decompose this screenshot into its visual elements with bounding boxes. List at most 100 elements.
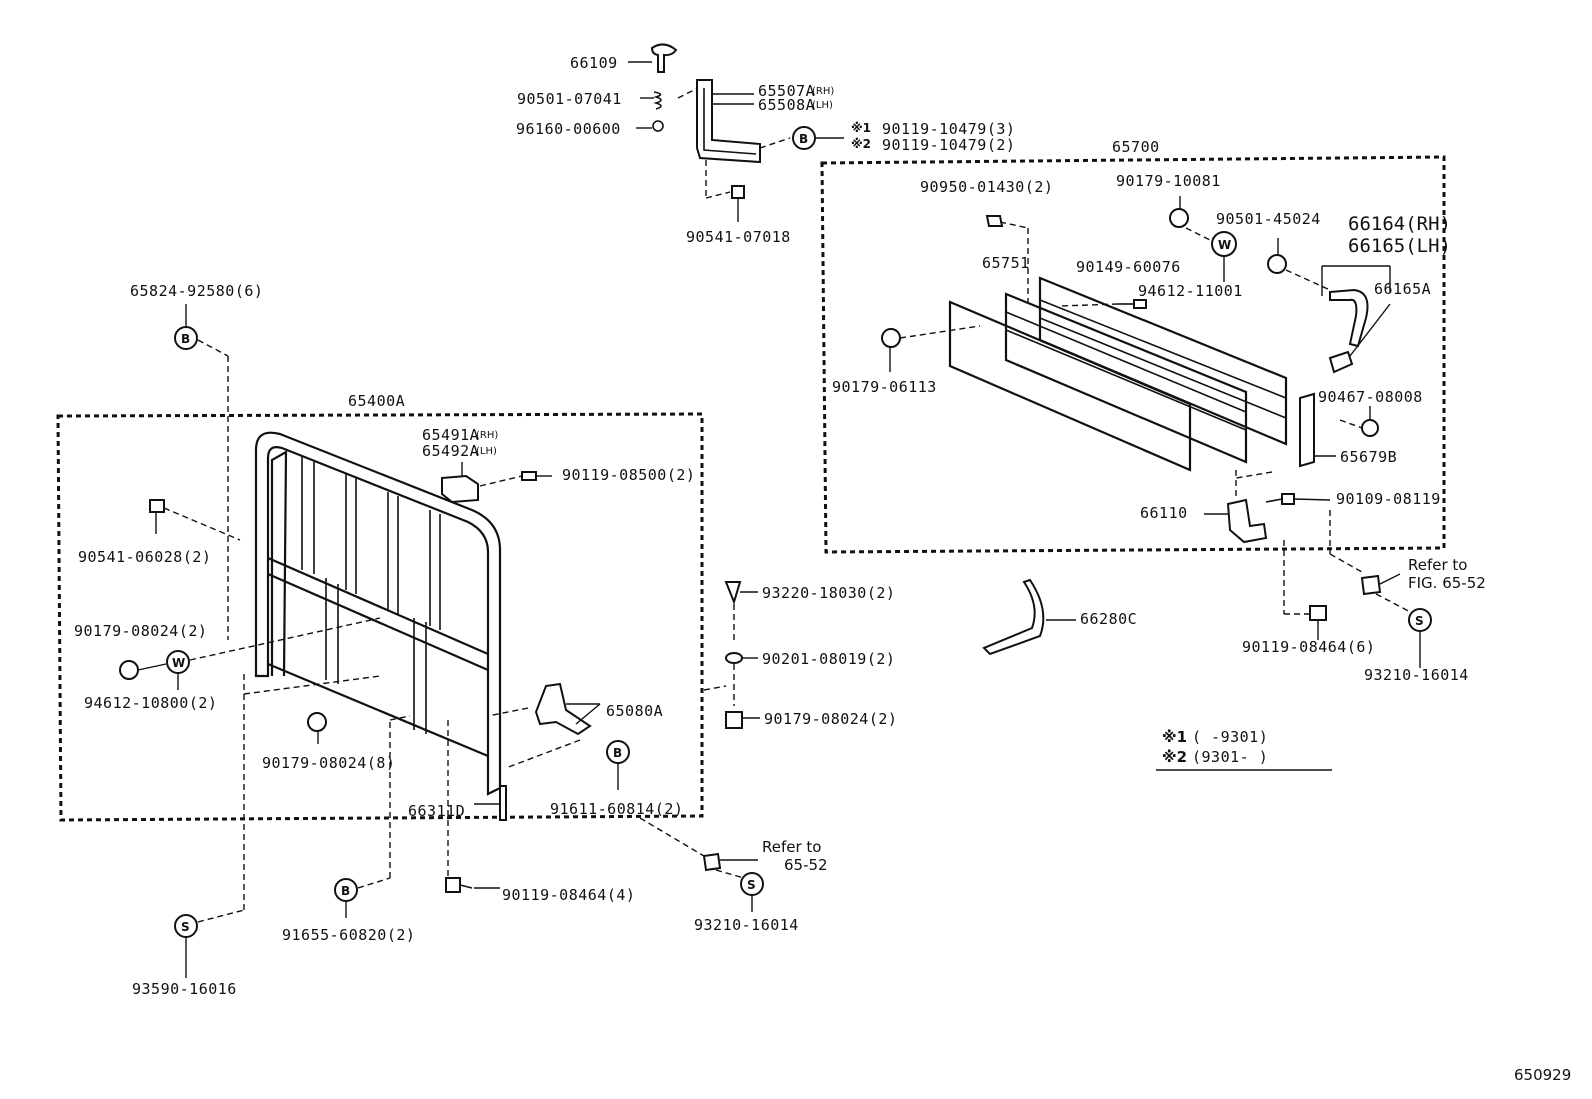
label-93210-16014-center: 93210-16014: [694, 916, 799, 934]
label-65492A-suffix: (LH): [476, 446, 497, 457]
label-66165A: 66165A: [1374, 280, 1431, 298]
label-65400A: 65400A: [348, 392, 405, 410]
label-65080A: 65080A: [606, 702, 663, 720]
nut-90179-06113-icon: [881, 328, 902, 348]
bolt-90541-07018-icon: [731, 185, 745, 199]
panel-outer-icon: [948, 300, 1192, 472]
bolt-90541-06028-icon: [149, 499, 165, 513]
bolt-b-icon-top: [792, 126, 816, 150]
latch-65080A-icon: [534, 682, 592, 736]
clip-icon: [652, 120, 664, 132]
screw-s-label-left: S: [181, 920, 190, 934]
bolt-90119-08464-right-icon: [1309, 605, 1327, 621]
top-bracket-group: [628, 43, 791, 222]
panel-65751-icon: [1004, 292, 1248, 464]
bracket-65507A-icon: [696, 79, 761, 164]
nut-90501-45024-icon: [1267, 254, 1288, 274]
screw-s-label-right: S: [1415, 614, 1424, 628]
label-refer-to-right: Refer to: [1408, 556, 1467, 574]
label-93220-18030: 93220-18030(2): [762, 584, 895, 602]
strip-65679B-icon: [1299, 392, 1315, 468]
label-65751: 65751: [982, 254, 1030, 272]
bolt-90119-08500-icon: [521, 471, 537, 481]
label-66165: 66165(LH): [1348, 235, 1451, 257]
side-panel-group: W: [881, 196, 1432, 668]
label-93210-16014-right: 93210-16014: [1364, 666, 1469, 684]
label-90541-06028: 90541-06028(2): [78, 548, 211, 566]
label-90467-08008: 90467-08008: [1318, 388, 1423, 406]
label-66109: 66109: [570, 54, 618, 72]
label-66164: 66164(RH): [1348, 213, 1451, 235]
label-refer-to-center: Refer to: [762, 838, 821, 856]
hook-66165A-icon: [1328, 350, 1354, 374]
label-mark2: ※2: [851, 137, 871, 151]
label-90501-07041: 90501-07041: [517, 90, 622, 108]
label-65507A: 65507A: [758, 82, 815, 100]
nut-90179-08024-2-icon: [119, 660, 140, 680]
label-90179-08024-2-left: 90179-08024(2): [74, 622, 207, 640]
label-90119-10479-3: 90119-10479(3): [882, 120, 1015, 138]
panel-inner-icon: [1038, 276, 1288, 446]
strap-66280C-icon: [982, 578, 1045, 656]
nut-90179-08024-8-icon: [307, 712, 328, 732]
spring-icon: [653, 91, 662, 110]
legend-mark1: ※1: [1162, 728, 1187, 746]
label-90179-10081: 90179-10081: [1116, 172, 1221, 190]
pin-66109-icon: [650, 43, 678, 73]
bolt-b-label-center: B: [613, 746, 622, 760]
label-66311D: 66311D: [408, 802, 465, 820]
label-65-52: 65-52: [784, 856, 828, 874]
bracket-66110-icon: [1226, 498, 1268, 544]
clip-refer-center-icon: [702, 852, 722, 872]
label-65507A-suffix: (RH): [812, 86, 834, 97]
figure-id: 650929: [1514, 1066, 1571, 1084]
screw-s-label-center: S: [747, 878, 756, 892]
label-66280C: 66280C: [1080, 610, 1137, 628]
label-90179-06113: 90179-06113: [832, 378, 937, 396]
middle-hardware-group: S: [639, 581, 764, 912]
label-90179-08024-2-right: 90179-08024(2): [764, 710, 897, 728]
label-65508A-suffix: (LH): [812, 100, 833, 111]
clip-refer-right-icon: [1360, 574, 1382, 596]
label-96160-00600: 96160-00600: [516, 120, 621, 138]
legend-mark2: ※2: [1162, 748, 1187, 766]
hook-66164-icon: [1329, 288, 1369, 348]
nut-90179-08024-right-icon: [725, 711, 743, 729]
legend-range2: (9301- ): [1192, 748, 1268, 766]
label-fig-65-52: FIG. 65-52: [1408, 574, 1486, 592]
label-90109-08119: 90109-08119: [1336, 490, 1441, 508]
washer-w-label: W: [1218, 238, 1231, 252]
label-90119-08464-4: 90119-08464(4): [502, 886, 635, 904]
label-93590-16016: 93590-16016: [132, 980, 237, 998]
label-65700: 65700: [1112, 138, 1160, 156]
pin-66311D-icon: [499, 785, 507, 821]
label-65508A: 65508A: [758, 96, 815, 114]
bolt-90149-60076-icon: [1133, 299, 1147, 309]
bolt-b-icon-top-left: [174, 326, 198, 350]
headboard-frame-icon: [254, 431, 502, 796]
assembly-box-65400A: [56, 412, 704, 822]
bolt-b-label-bottom: B: [341, 884, 350, 898]
legend-range1: ( -9301): [1192, 728, 1268, 746]
label-94612-10800: 94612-10800(2): [84, 694, 217, 712]
label-66110: 66110: [1140, 504, 1188, 522]
legend: ※1 ( -9301) ※2 (9301- ): [1156, 728, 1332, 771]
part-labels: 66109 90501-07041 96160-00600 65507A (RH…: [74, 54, 1486, 998]
label-91655-60820: 91655-60820(2): [282, 926, 415, 944]
bolt-b-label-top-left: B: [181, 332, 190, 346]
label-65491A: 65491A: [422, 426, 479, 444]
label-90119-08500: 90119-08500(2): [562, 466, 695, 484]
label-90501-45024: 90501-45024: [1216, 210, 1321, 228]
label-90149-60076: 90149-60076: [1076, 258, 1181, 276]
label-90950-01430: 90950-01430(2): [920, 178, 1053, 196]
bolt-90467-08008-icon: [1361, 419, 1380, 437]
cap-90950-icon: [985, 215, 1004, 227]
washer-w-label-left: W: [172, 656, 185, 670]
label-65492A: 65492A: [422, 442, 479, 460]
label-90119-10479-2: 90119-10479(2): [882, 136, 1015, 154]
bracket-65491A-icon: [441, 474, 479, 504]
bolt-b-label-top: B: [799, 132, 808, 146]
label-65824-92580: 65824-92580(6): [130, 282, 263, 300]
label-90201-08019: 90201-08019(2): [762, 650, 895, 668]
